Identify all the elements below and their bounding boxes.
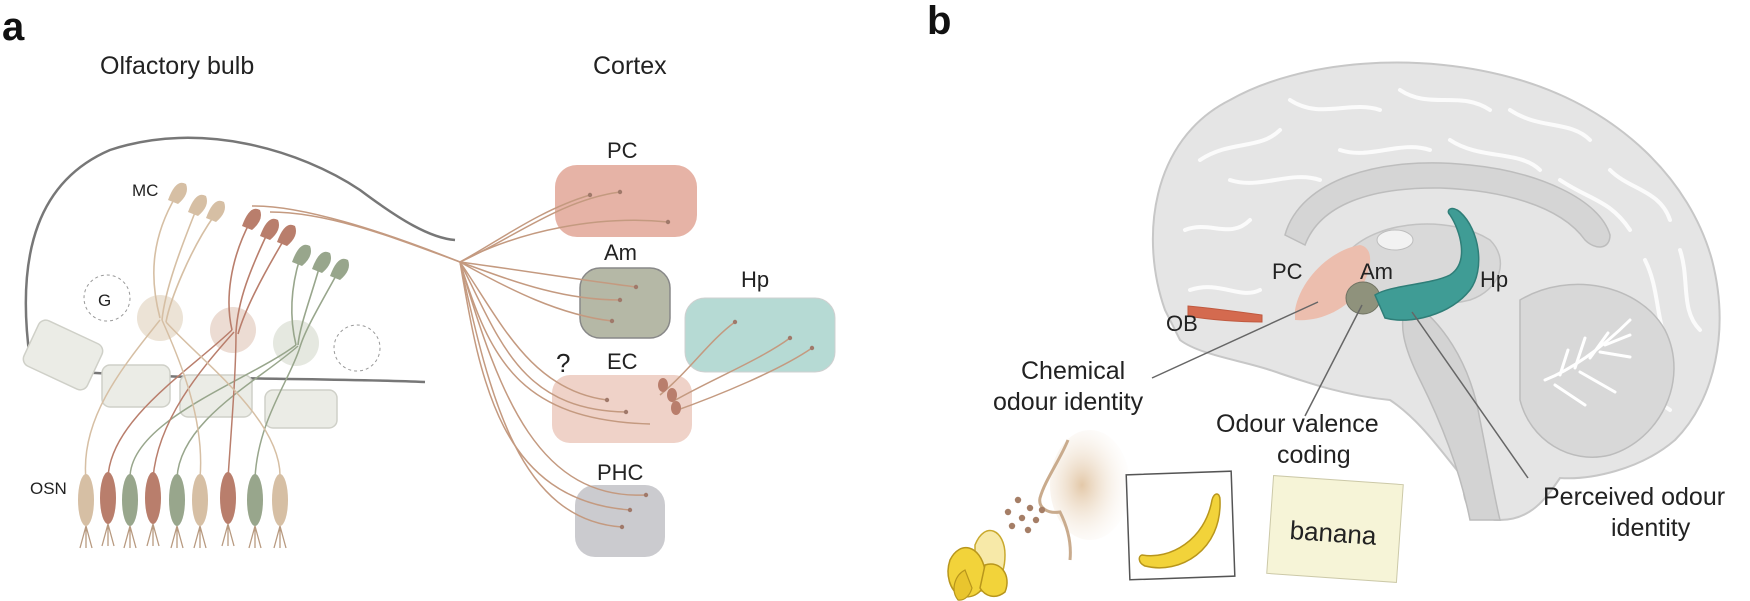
osn-label: OSN [30, 479, 67, 498]
banana-picture-card [1125, 470, 1236, 581]
panel-b: b [927, 0, 1725, 601]
hp-region-box [684, 297, 836, 373]
banana-sticky-note: banana [1266, 475, 1404, 583]
chemical-identity-line1: Chemical [1021, 357, 1125, 385]
pc-region-box [555, 165, 697, 237]
b-ob-label: OB [1166, 311, 1198, 336]
osn-cells [78, 472, 288, 549]
leader-lines [1151, 301, 1529, 479]
synapse-dots [587, 189, 815, 530]
amygdala-shape [1345, 281, 1381, 315]
pc-label: PC [607, 138, 638, 163]
piriform-cortex-shape [1295, 245, 1371, 321]
glomeruli [83, 274, 381, 372]
odour-particles [1004, 496, 1046, 534]
olfactory-bulb-outline [24, 136, 456, 361]
perceived-identity-line1: Perceived odour [1543, 483, 1725, 511]
nose-shadow [1050, 430, 1130, 540]
osn-axons [84, 319, 301, 481]
ec-region-box [552, 375, 692, 443]
b-hp-label: Hp [1480, 267, 1508, 292]
banana-icon [1138, 493, 1221, 569]
mitral-cell-bodies [168, 182, 349, 280]
arbor-vitae [1543, 318, 1632, 407]
am-region-box [579, 267, 671, 339]
mitral-cells [153, 195, 339, 348]
valence-coding-line1: Odour valence [1216, 410, 1379, 438]
hp-label: Hp [741, 267, 769, 292]
hippocampus-shape [1374, 207, 1480, 321]
sticky-note-word: banana [1289, 515, 1378, 551]
ec-label: EC [607, 349, 638, 374]
phc-label: PHC [597, 460, 644, 485]
question-mark: ? [556, 348, 570, 378]
brainstem [1401, 298, 1501, 521]
cerebellum [1519, 283, 1675, 458]
am-label: Am [604, 240, 637, 265]
phc-region-box [575, 485, 665, 557]
mitral-cell-label: MC [132, 181, 158, 200]
olfactory-bulb-heading: Olfactory bulb [100, 52, 254, 80]
glomerulus-label: G [98, 291, 111, 310]
b-pc-label: PC [1272, 259, 1303, 284]
panel-a: a Olfactory bulb Cortex G [2, 5, 836, 557]
ventricle [1376, 229, 1414, 251]
olfactory-bulb-shape [1187, 305, 1263, 323]
panel-b-letter: b [927, 0, 951, 43]
perceived-identity-line2: identity [1611, 514, 1691, 542]
b-am-label: Am [1360, 259, 1393, 284]
cortex-heading: Cortex [593, 52, 667, 80]
chemical-identity-line2: odour identity [993, 388, 1144, 416]
panel-a-letter: a [2, 5, 25, 49]
projection-axons [251, 191, 813, 528]
peeled-banana-icon [947, 529, 1008, 601]
corpus-callosum [1284, 162, 1611, 248]
valence-coding-line2: coding [1277, 441, 1351, 469]
